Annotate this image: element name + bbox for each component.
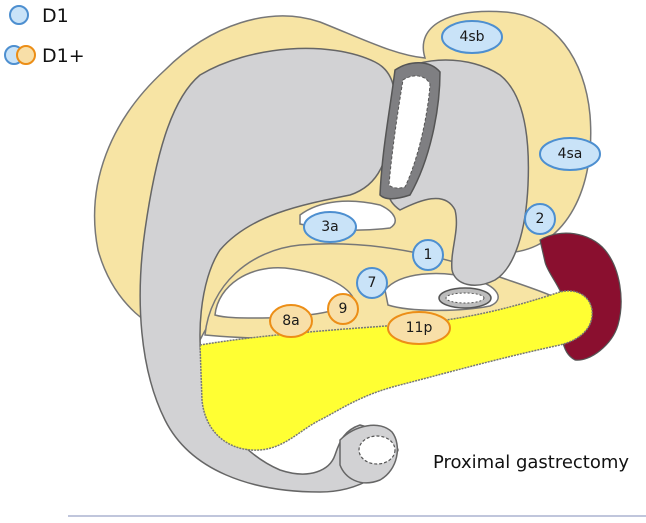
station-4sb: 4sb — [441, 20, 503, 54]
station-11p: 11p — [387, 311, 451, 345]
station-11p-node — [387, 311, 451, 345]
station-4sa: 4sa — [539, 137, 601, 171]
station-3a-label: 3a — [321, 219, 339, 235]
station-4sa-node — [539, 137, 601, 171]
station-8a-node — [269, 304, 313, 338]
station-2: 2 — [524, 203, 556, 235]
station-9-label: 9 — [339, 301, 348, 317]
station-3a-node — [303, 211, 357, 243]
legend-d1-label: D1 — [42, 5, 69, 27]
legend-d1-swatch — [9, 5, 29, 25]
figure-caption: Proximal gastrectomy — [433, 452, 629, 473]
station-1-label: 1 — [424, 247, 433, 263]
vessel-cut-lumen — [445, 292, 485, 304]
station-4sb-node — [441, 20, 503, 54]
esophagus-lumen — [388, 75, 431, 189]
legend-d1plus-label: D1+ — [42, 45, 85, 67]
duodenum-lumen — [358, 435, 396, 465]
station-7-node — [356, 267, 388, 299]
station-4sa-label: 4sa — [558, 146, 583, 162]
station-9: 9 — [327, 293, 359, 325]
station-2-label: 2 — [536, 211, 545, 227]
station-1-node — [412, 239, 444, 271]
station-2-node — [524, 203, 556, 235]
station-1: 1 — [412, 239, 444, 271]
legend: D1 D1+ — [4, 5, 85, 67]
station-11p-label: 11p — [406, 320, 433, 336]
legend-d1plus-swatch-front — [16, 45, 36, 65]
station-7: 7 — [356, 267, 388, 299]
station-8a: 8a — [269, 304, 313, 338]
station-3a: 3a — [303, 211, 357, 243]
station-9-node — [327, 293, 359, 325]
station-8a-label: 8a — [282, 313, 300, 329]
station-7-label: 7 — [368, 275, 377, 291]
station-4sb-label: 4sb — [459, 29, 484, 45]
